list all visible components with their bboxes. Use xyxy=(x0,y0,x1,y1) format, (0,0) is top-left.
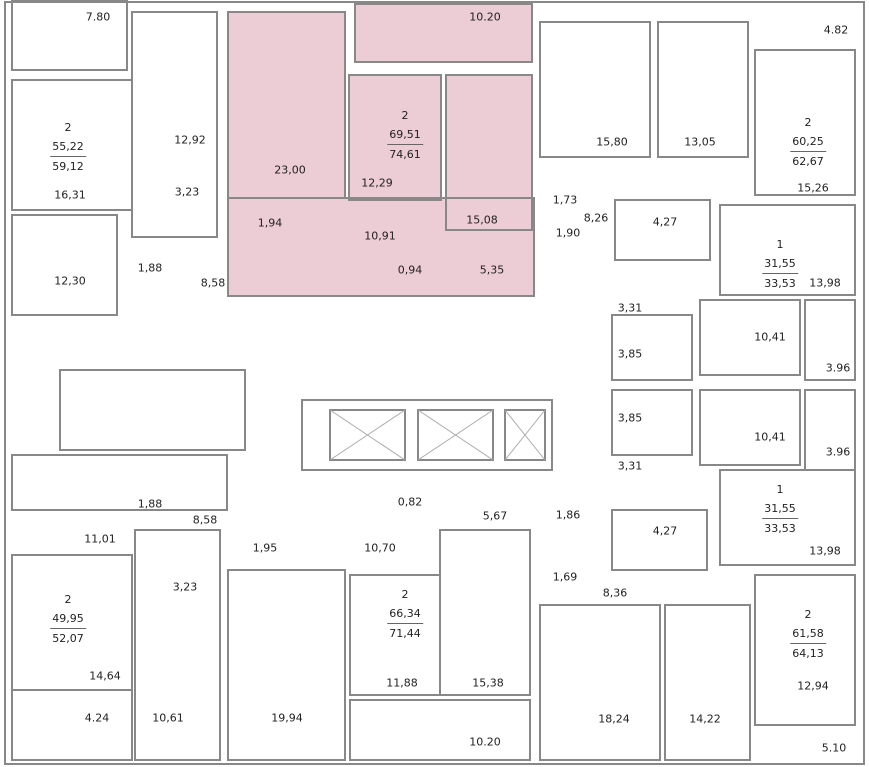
room-area: 14,22 xyxy=(689,712,721,726)
room-area: 10,41 xyxy=(754,430,786,444)
room-count: 2 xyxy=(64,121,72,134)
room-area: 15,38 xyxy=(472,676,504,690)
apartment-label[interactable]: 2 66,34 71,44 xyxy=(387,585,423,643)
room-area: 0,82 xyxy=(397,495,423,509)
room-area: 4,27 xyxy=(652,524,678,538)
apartment-label[interactable]: 1 31,55 33,53 xyxy=(762,235,798,293)
living-area: 49,95 xyxy=(50,609,86,629)
living-area: 55,22 xyxy=(50,137,86,157)
room-area: 18,24 xyxy=(598,712,630,726)
room-area: 1,90 xyxy=(555,226,581,240)
room-area: 1,88 xyxy=(137,497,163,511)
total-area: 64,13 xyxy=(792,647,824,660)
room-area: 15,80 xyxy=(596,135,628,149)
room-area: 1,73 xyxy=(552,193,578,207)
room-area: 3.96 xyxy=(825,361,851,375)
room-area: 4,27 xyxy=(652,215,678,229)
room-area: 3,85 xyxy=(617,347,643,361)
room-count: 1 xyxy=(776,238,784,251)
living-area: 60,25 xyxy=(790,132,826,152)
room-area: 12,30 xyxy=(54,274,86,288)
room-count: 2 xyxy=(64,593,72,606)
room-area: 5,35 xyxy=(479,263,505,277)
room-count: 2 xyxy=(804,116,812,129)
room-area: 16,31 xyxy=(54,188,86,202)
apartment-label[interactable]: 2 61,58 64,13 xyxy=(790,605,826,663)
room-area: 1,86 xyxy=(555,508,581,522)
room-area: 10,91 xyxy=(364,229,396,243)
room-area: 4.24 xyxy=(84,711,110,725)
room-area: 14,64 xyxy=(89,669,121,683)
apartment-label[interactable]: 1 31,55 33,53 xyxy=(762,480,798,538)
room-area: 1,69 xyxy=(552,570,578,584)
living-area: 31,55 xyxy=(762,254,798,274)
room-area: 15,26 xyxy=(797,181,829,195)
room-area: 10.20 xyxy=(469,735,501,749)
room-balcony xyxy=(355,4,532,62)
room-count: 1 xyxy=(776,483,784,496)
total-area: 52,07 xyxy=(52,632,84,645)
room-kitchen-living xyxy=(228,12,345,198)
total-area: 33,53 xyxy=(764,522,796,535)
room-area: 13,98 xyxy=(809,544,841,558)
room-area: 8,26 xyxy=(583,211,609,225)
room-area: 3,31 xyxy=(617,459,643,473)
room-bedroom xyxy=(349,75,441,200)
apartment-label[interactable]: 2 49,95 52,07 xyxy=(50,590,86,648)
room-area: 5,67 xyxy=(482,509,508,523)
room-area: 8,58 xyxy=(192,513,218,527)
room-area: 12,94 xyxy=(797,679,829,693)
room-area: 3,31 xyxy=(617,301,643,315)
room-count: 2 xyxy=(401,588,409,601)
highlighted-apartment xyxy=(228,4,534,296)
room-area: 12,92 xyxy=(174,133,206,147)
total-area: 71,44 xyxy=(389,627,421,640)
apartment-label[interactable]: 2 55,22 59,12 xyxy=(50,118,86,176)
room-area: 1,88 xyxy=(137,261,163,275)
living-area: 69,51 xyxy=(387,125,423,145)
room-area: 3,85 xyxy=(617,411,643,425)
room-area: 11,01 xyxy=(84,532,116,546)
room-area: 10,61 xyxy=(152,711,184,725)
room-count: 2 xyxy=(401,109,409,122)
room-area: 23,00 xyxy=(274,163,306,177)
room-area: 1,94 xyxy=(257,216,283,230)
room-area: 10,70 xyxy=(364,541,396,555)
room-area: 0,94 xyxy=(397,263,423,277)
room-area: 3.96 xyxy=(825,445,851,459)
room-area: 12,29 xyxy=(361,176,393,190)
living-area: 66,34 xyxy=(387,604,423,624)
room-hall xyxy=(228,198,534,296)
living-area: 61,58 xyxy=(790,624,826,644)
room-area: 19,94 xyxy=(271,711,303,725)
room-count: 2 xyxy=(804,608,812,621)
room-area: 8,36 xyxy=(602,586,628,600)
room-area: 13,98 xyxy=(809,276,841,290)
room-area: 11,88 xyxy=(386,676,418,690)
total-area: 33,53 xyxy=(764,277,796,290)
room-area: 15,08 xyxy=(466,213,498,227)
room-area: 1,95 xyxy=(252,541,278,555)
room-area: 7.80 xyxy=(85,10,111,24)
living-area: 31,55 xyxy=(762,499,798,519)
room-area: 3,23 xyxy=(172,580,198,594)
total-area: 74,61 xyxy=(389,148,421,161)
room-area: 13,05 xyxy=(684,135,716,149)
room-area: 3,23 xyxy=(174,185,200,199)
total-area: 62,67 xyxy=(792,155,824,168)
apartment-label-highlighted[interactable]: 2 69,51 74,61 xyxy=(387,106,423,164)
total-area: 59,12 xyxy=(52,160,84,173)
room-area: 5.10 xyxy=(821,741,847,755)
room-area: 10.20 xyxy=(469,10,501,24)
room-area: 4.82 xyxy=(823,23,849,37)
apartment-label[interactable]: 2 60,25 62,67 xyxy=(790,113,826,171)
room-area: 10,41 xyxy=(754,330,786,344)
room-area: 8,58 xyxy=(200,276,226,290)
